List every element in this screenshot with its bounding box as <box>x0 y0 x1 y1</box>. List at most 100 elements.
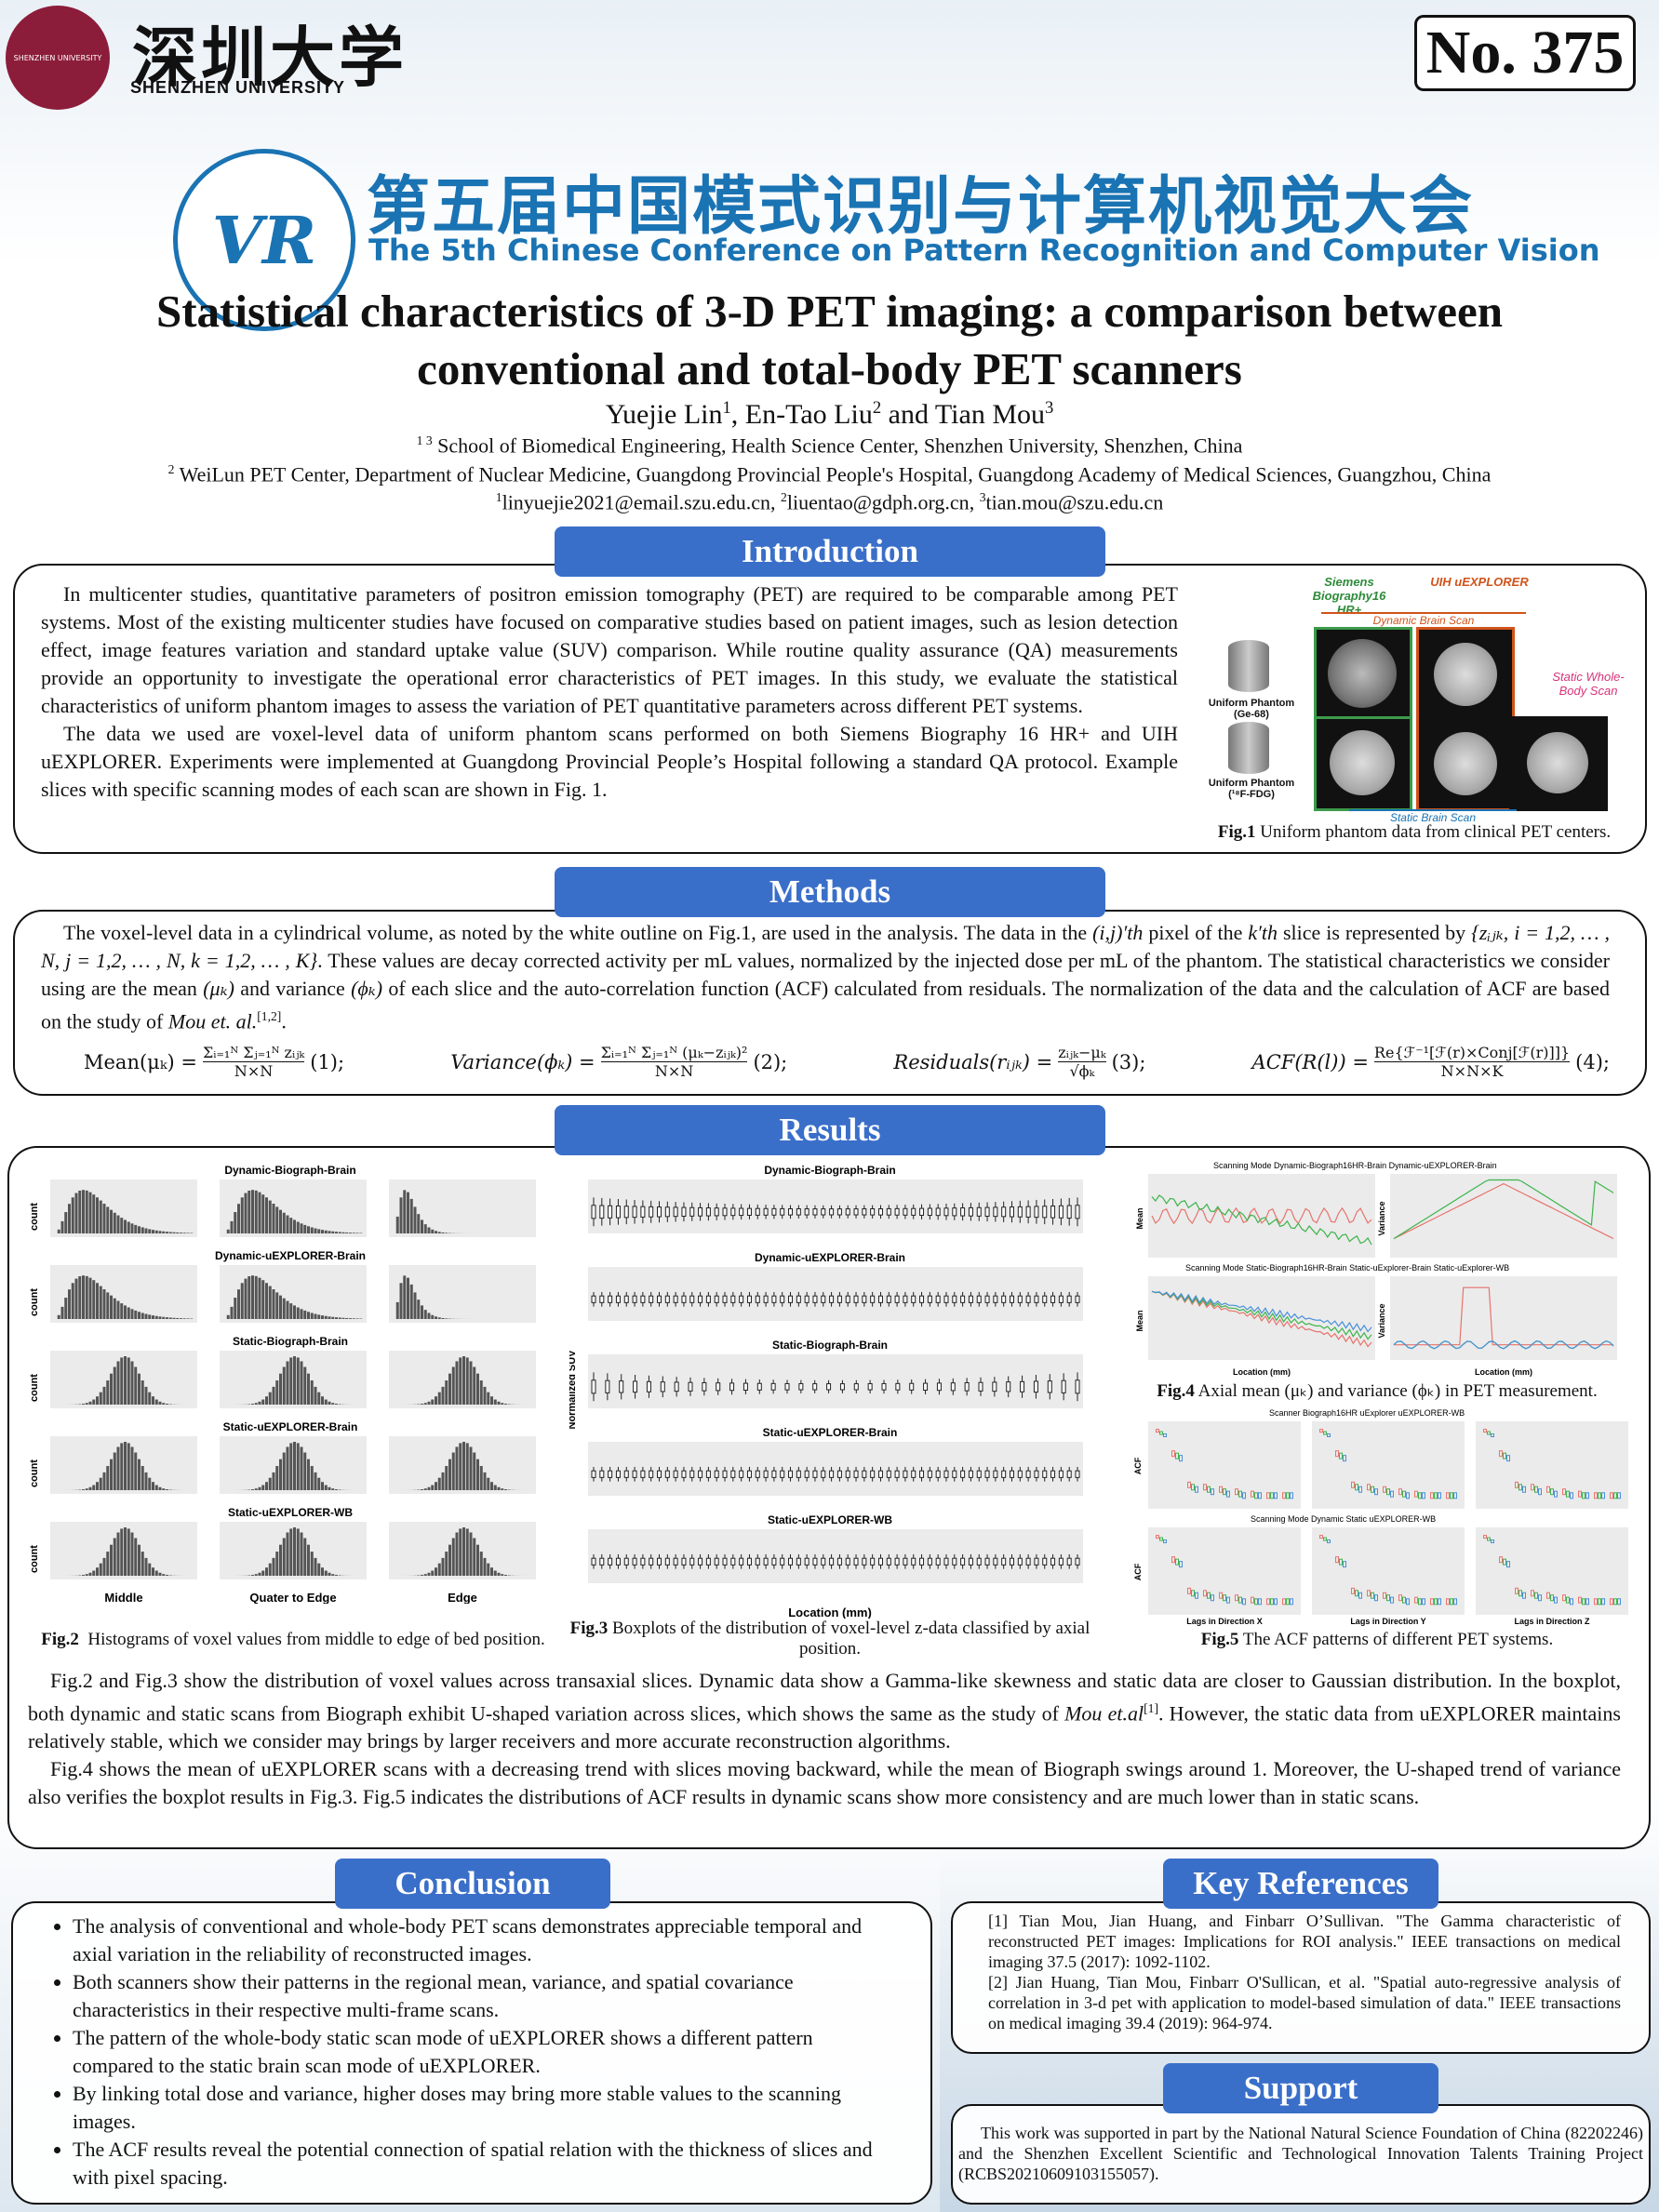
fig5-xlabel: Lags in Direction X <box>1186 1617 1263 1626</box>
fig2-bars <box>226 1275 363 1319</box>
emails: 1linyuejie2021@email.szu.edu.cn, 2liuent… <box>495 490 1164 514</box>
fig2-bars <box>395 1275 507 1319</box>
university-seal: SHENZHEN UNIVERSITY <box>6 6 110 110</box>
results-paragraph-2: Fig.4 shows the mean of uEXPLORER scans … <box>28 1757 1621 1809</box>
fig2-panel <box>389 1265 536 1323</box>
author-name: Yuejie Lin <box>605 399 723 430</box>
fig5-caption: Fig.5 The ACF patterns of different PET … <box>1200 1630 1554 1649</box>
list-item: By linking total dose and variance, high… <box>73 2080 893 2136</box>
fig5-boxes <box>1319 1429 1457 1499</box>
fig5-panel <box>1148 1527 1301 1615</box>
fig2-col-label: Quater to Edge <box>249 1591 336 1604</box>
fig5-legend-1: Scanner Biograph16HR uExplorer uEXPLORER… <box>1269 1408 1465 1418</box>
fig3-row-title: Static-uEXPLORER-Brain <box>763 1426 898 1439</box>
fig4-xlabel: Location (mm) <box>1233 1367 1291 1377</box>
methods-heading: Methods <box>555 867 1105 917</box>
paper-title: Statistical characteristics of 3-D PET i… <box>37 283 1622 398</box>
fig4-caption: Fig.4 Axial mean (μₖ) and variance (ϕₖ) … <box>1157 1381 1598 1401</box>
support-box <box>951 2104 1651 2205</box>
fig5-xlabel: Lags in Direction Y <box>1350 1617 1425 1626</box>
references-heading: Key References <box>1163 1859 1438 1909</box>
fig5-boxes <box>1156 1535 1293 1606</box>
fig2-bars <box>223 1442 363 1490</box>
fig2-ylabel: count <box>30 1459 40 1487</box>
fig3-ylabel: Normalized SUV <box>569 1350 578 1430</box>
fig5-panel <box>1312 1527 1465 1615</box>
fig2-bars <box>57 1275 194 1319</box>
email-link[interactable]: liuentao@gdph.org.cn <box>786 490 970 514</box>
email-link[interactable]: linyuejie2021@email.szu.edu.cn <box>502 490 771 514</box>
list-item: The analysis of conventional and whole-b… <box>73 1912 893 1968</box>
conference-name-en: The 5th Chinese Conference on Pattern Re… <box>368 233 1600 268</box>
fig4-ylabel: Variance <box>1377 1303 1386 1338</box>
fig5-ylabel: ACF <box>1133 1563 1143 1580</box>
results-heading: Results <box>555 1105 1105 1155</box>
fig4-legend-1: Scanning Mode Dynamic-Biograph16HR-Brain… <box>1213 1161 1497 1170</box>
intro-paragraph-1: In multicenter studies, quantitative par… <box>41 582 1178 717</box>
reference-item: [2] Jian Huang, Tian Mou, Finbarr O'Sull… <box>988 1973 1621 2032</box>
fig3-row-title: Dynamic-Biograph-Brain <box>764 1164 895 1177</box>
fig3-panel <box>588 1354 1083 1408</box>
fig3-boxes <box>591 1372 1080 1402</box>
reference-item: [1] Tian Mou, Jian Huang, and Finbarr O’… <box>988 1912 1621 1971</box>
fig5-panel <box>1476 1527 1628 1615</box>
fig1-static-brain-label: Static Brain Scan <box>1349 809 1517 824</box>
fig2-bars <box>393 1442 532 1490</box>
conference-logo: VR <box>173 149 355 331</box>
email-link[interactable]: tian.mou@szu.edu.cn <box>985 490 1164 514</box>
fig2-row-title: Static-uEXPLORER-WB <box>228 1506 353 1519</box>
fig5-boxes <box>1483 1535 1621 1606</box>
fig5-panel <box>1148 1421 1301 1509</box>
authors: Yuejie Lin1, En-Tao Liu2 and Tian Mou3 <box>605 398 1054 430</box>
fig2-row-title: Static-uEXPLORER-Brain <box>223 1420 358 1433</box>
fig4-xlabel: Location (mm) <box>1475 1367 1532 1377</box>
fig5-boxes <box>1319 1535 1457 1606</box>
figure-4-mean-variance: Scanning Mode Dynamic-Biograph16HR-Brain… <box>1130 1157 1632 1377</box>
fig1-siemens-label: Siemens Biography16 HR+ <box>1312 575 1386 617</box>
fig3-panel <box>588 1529 1083 1583</box>
support-heading: Support <box>1163 2063 1438 2113</box>
conclusion-list: The analysis of conventional and whole-b… <box>28 1912 893 2192</box>
fig4-panel <box>1390 1276 1617 1360</box>
fig1-dynamic-label: Dynamic Brain Scan <box>1321 612 1526 627</box>
university-name-cn: 深圳大学 <box>132 19 408 96</box>
fig2-ylabel: count <box>30 1374 40 1402</box>
fig2-bars <box>393 1356 532 1405</box>
fig2-svg: Dynamic-Biograph-BraincountDynamic-uEXPL… <box>29 1164 536 1605</box>
results-text: Fig.2 and Fig.3 show the distribution of… <box>28 1667 1621 1811</box>
conference-logo-text: VR <box>211 201 317 279</box>
fig5-boxes <box>1156 1429 1293 1499</box>
university-name-en: SHENZHEN UNIVERSITY <box>130 78 346 97</box>
figure-1: Siemens Biography16 HR+ UIH uEXPLORER Dy… <box>1200 575 1628 845</box>
fig1-caption: Fig.1 Uniform phantom data from clinical… <box>1217 822 1612 842</box>
references-box <box>951 1901 1651 2054</box>
fig5-ylabel: ACF <box>1133 1457 1143 1474</box>
fig4-svg: Scanning Mode Dynamic-Biograph16HR-Brain… <box>1135 1161 1617 1377</box>
author-name: Tian Mou <box>934 399 1046 430</box>
fig4-panel <box>1148 1276 1375 1360</box>
fig4-panel <box>1390 1174 1617 1258</box>
fig3-panel <box>588 1179 1083 1233</box>
scan-image-siemens-static <box>1314 716 1412 811</box>
phantom-cylinder-icon <box>1228 640 1269 692</box>
fig5-legend-2: Scanning Mode Dynamic Static uEXPLORER-W… <box>1251 1514 1436 1524</box>
fig2-caption: Fig.2 Histograms of voxel values from mi… <box>41 1630 545 1649</box>
fig2-ylabel: count <box>30 1545 40 1573</box>
fig4-ylabel: Mean <box>1135 1207 1144 1229</box>
fig2-row-title: Dynamic-Biograph-Brain <box>224 1164 355 1177</box>
intro-paragraph-2: The data we used are voxel-level data of… <box>41 722 1178 801</box>
methods-paragraph: The voxel-level data in a cylindrical vo… <box>41 921 1610 1033</box>
fig2-row-title: Dynamic-uEXPLORER-Brain <box>215 1249 366 1262</box>
fig2-ylabel: count <box>30 1203 40 1231</box>
affiliation-2: 2 WeiLun PET Center, Department of Nucle… <box>167 462 1492 486</box>
poster-number: No. 375 <box>1414 15 1636 91</box>
fig4-panel <box>1148 1174 1375 1258</box>
scan-image-uih <box>1416 627 1515 811</box>
conclusion-heading: Conclusion <box>335 1859 610 1909</box>
fig3-row-title: Dynamic-uEXPLORER-Brain <box>755 1251 905 1264</box>
fig4-ylabel: Variance <box>1377 1201 1386 1235</box>
